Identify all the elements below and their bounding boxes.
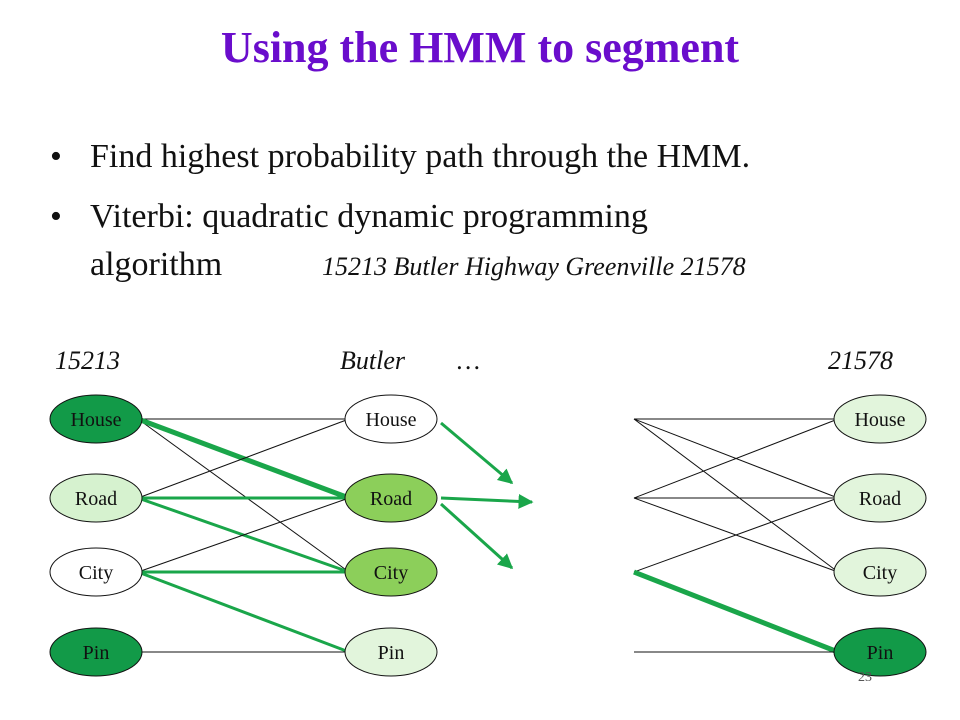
incoming-edge-6	[633, 497, 839, 573]
state-label: City	[79, 562, 113, 584]
state-node-col3-pin: Pin	[833, 627, 927, 677]
state-ellipse	[833, 627, 927, 677]
incoming-edge-7	[633, 569, 839, 655]
column-label-ellipsis: …	[457, 346, 481, 375]
state-node-col3-road: Road	[833, 473, 927, 523]
state-node-col2-pin: Pin	[344, 627, 438, 677]
bullet-1: • Find highest probability path through …	[50, 136, 930, 180]
state-ellipse	[344, 394, 438, 444]
page-number: 23	[858, 670, 872, 685]
bullet-2-text-line2: algorithm	[90, 246, 223, 283]
state-node-col2-house: House	[344, 394, 438, 444]
transition-edge-8	[137, 570, 350, 654]
state-label: Pin	[83, 642, 110, 664]
bullet-1-text: Find highest probability path through th…	[90, 138, 751, 175]
state-label: City	[863, 562, 897, 584]
state-ellipse	[833, 473, 927, 523]
bullet-dot-icon: •	[50, 138, 62, 175]
state-label: Pin	[867, 642, 894, 664]
state-ellipse	[49, 394, 143, 444]
incoming-edge-2	[633, 418, 839, 573]
viterbi-arrow-1	[440, 493, 534, 509]
state-ellipse	[49, 547, 143, 597]
state-node-col1-house: House	[49, 394, 143, 444]
state-node-col1-city: City	[49, 547, 143, 597]
state-label: Road	[859, 488, 901, 510]
viterbi-arrow-0	[440, 421, 514, 485]
bullet-2-text-line1: Viterbi: quadratic dynamic programming	[90, 198, 648, 235]
incoming-edge-3	[633, 418, 839, 499]
state-ellipse	[344, 473, 438, 523]
state-label: Pin	[378, 642, 405, 664]
bullet-dot-icon: •	[50, 198, 62, 235]
state-label: City	[374, 562, 408, 584]
state-ellipse	[344, 547, 438, 597]
example-sequence: 15213 Butler Highway Greenville 21578	[322, 252, 746, 281]
column-label-second: Butler	[340, 346, 405, 375]
state-node-col2-road: Road	[344, 473, 438, 523]
state-label: House	[854, 409, 905, 431]
transition-edges	[137, 416, 839, 655]
transition-edge-1	[137, 418, 350, 573]
state-ellipse	[49, 627, 143, 677]
viterbi-arrow-2	[439, 502, 514, 570]
page-title: Using the HMM to segment	[220, 23, 740, 72]
column-label-first: 15213	[55, 346, 120, 375]
state-label: House	[70, 409, 121, 431]
state-label: Road	[370, 488, 412, 510]
state-label: Road	[75, 488, 117, 510]
state-node-col1-road: Road	[49, 473, 143, 523]
state-label: House	[365, 409, 416, 431]
transition-edge-3	[137, 418, 350, 499]
transition-edge-6	[137, 497, 350, 573]
state-ellipse	[49, 473, 143, 523]
state-node-col3-city: City	[833, 547, 927, 597]
state-node-col3-house: House	[833, 394, 927, 444]
column-label-last: 21578	[828, 346, 893, 375]
bullet-2: • Viterbi: quadratic dynamic programming…	[50, 196, 930, 286]
state-node-col1-pin: Pin	[49, 627, 143, 677]
state-node-col2-city: City	[344, 547, 438, 597]
state-ellipse	[833, 394, 927, 444]
state-ellipse	[833, 547, 927, 597]
state-ellipse	[344, 627, 438, 677]
